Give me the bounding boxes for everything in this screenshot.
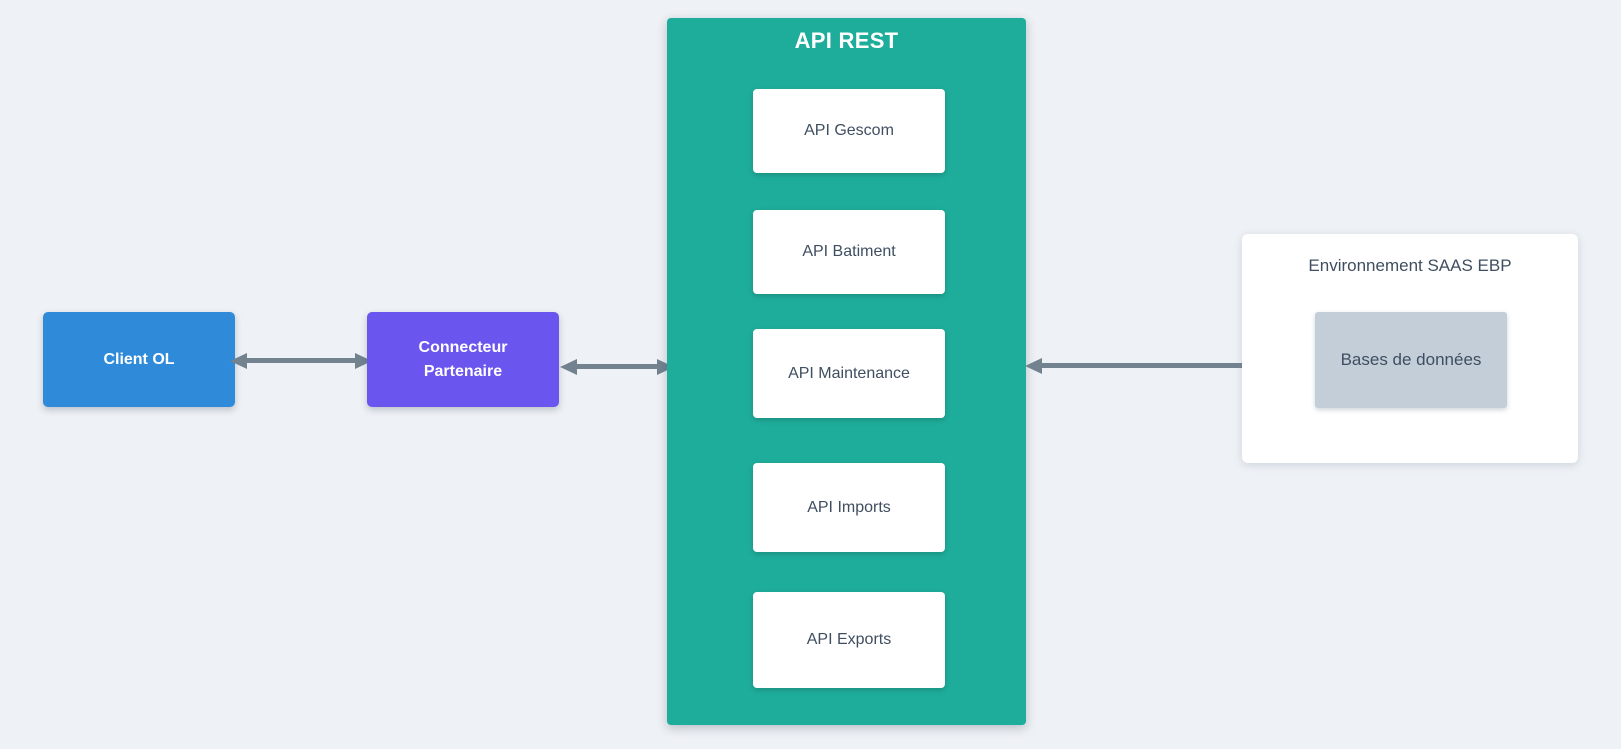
client-ol-label: Client OL xyxy=(103,350,175,368)
api-imports-box: API Imports xyxy=(753,463,945,552)
api-exports-label: API Exports xyxy=(806,631,892,648)
api-gescom-label: API Gescom xyxy=(804,122,894,139)
arrow-api-rest-to-saas xyxy=(1040,363,1298,368)
connecteur-partenaire-label: Connecteur Partenaire xyxy=(418,339,508,380)
client-ol-node: Client OL xyxy=(43,312,235,407)
connecteur-partenaire-node: Connecteur Partenaire xyxy=(367,312,559,407)
api-batiment-box: API Batiment xyxy=(753,210,945,294)
database-label: Bases de données xyxy=(1340,350,1482,369)
api-imports-label: API Imports xyxy=(807,498,891,516)
api-maintenance-box: API Maintenance xyxy=(753,329,945,418)
arrow-connecteur-to-api-rest xyxy=(575,364,659,369)
api-exports-box: API Exports xyxy=(753,592,945,688)
saas-environment-title: Environnement SAAS EBP xyxy=(1308,256,1512,275)
api-rest-title: API REST xyxy=(794,28,899,53)
api-batiment-label: API Batiment xyxy=(802,243,896,260)
database-box: Bases de données xyxy=(1315,312,1507,408)
api-maintenance-label: API Maintenance xyxy=(788,364,910,382)
api-rest-panel: API REST API Gescom API Batiment API Mai… xyxy=(667,18,1026,725)
saas-environment-panel: Environnement SAAS EBP Bases de données xyxy=(1242,234,1578,463)
api-gescom-box: API Gescom xyxy=(753,89,945,173)
arrow-client-to-connecteur xyxy=(245,358,357,363)
